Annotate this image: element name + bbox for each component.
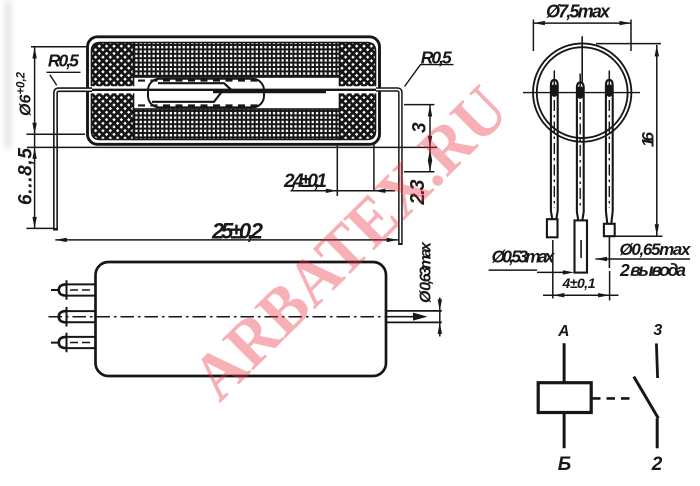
svg-text:3: 3: [410, 122, 431, 133]
svg-text:2.3: 2.3: [407, 180, 429, 206]
svg-text:16: 16: [639, 131, 658, 147]
svg-text:Ø0,53max: Ø0,53max: [492, 247, 556, 267]
svg-text:2,4±0,1: 2,4±0,1: [283, 171, 327, 192]
svg-text:R0,5: R0,5: [48, 50, 79, 70]
svg-text:R0,5: R0,5: [421, 47, 452, 67]
svg-text:25±0,2: 25±0,2: [211, 218, 264, 243]
svg-text:Ø7,5max: Ø7,5max: [546, 2, 611, 22]
svg-text:3: 3: [653, 322, 662, 339]
svg-text:6...8,5: 6...8,5: [16, 148, 37, 205]
svg-text:A: A: [557, 323, 569, 340]
svg-text:Ø0,65max: Ø0,65max: [620, 240, 693, 259]
svg-text:Ø 0,63max: Ø 0,63max: [418, 241, 435, 303]
svg-text:Б: Б: [558, 454, 571, 475]
svg-text:2: 2: [651, 454, 663, 475]
svg-text:2 вывода: 2 вывода: [619, 260, 686, 280]
svg-text:4±0,1: 4±0,1: [562, 275, 596, 291]
svg-text:Ø6+0,2: Ø6+0,2: [16, 71, 35, 116]
